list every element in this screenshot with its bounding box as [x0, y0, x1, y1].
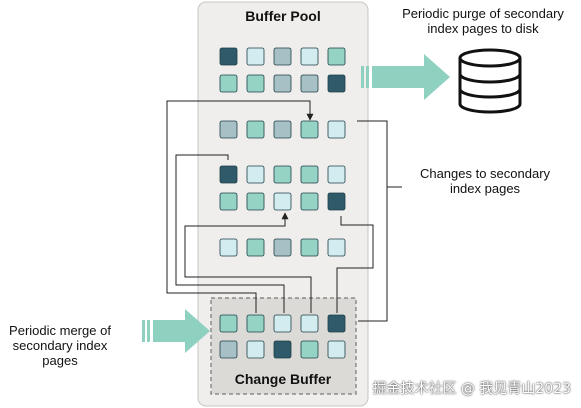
merge-arrow [142, 309, 210, 353]
disk-icon [458, 48, 522, 114]
buffer-pool-page-mid [273, 74, 292, 93]
change-buffer-page-light [327, 340, 346, 359]
buffer-pool-page-mid [273, 120, 292, 139]
change-buffer-page-teal [219, 314, 238, 333]
buffer-pool-page-teal [246, 192, 265, 211]
buffer-pool-page-dark [219, 165, 238, 184]
change-buffer-page-light [300, 314, 319, 333]
changes-bracket [357, 120, 388, 187]
buffer-pool-page-teal [246, 120, 265, 139]
purge-label: Periodic purge of secondary index pages … [388, 6, 578, 36]
buffer-pool-page-teal [273, 165, 292, 184]
change-buffer-page-teal [300, 340, 319, 359]
buffer-pool-page-teal [300, 165, 319, 184]
change-buffer-page-light [246, 340, 265, 359]
purge-arrow-stripe [366, 66, 369, 88]
buffer-pool-page-light [246, 165, 265, 184]
buffer-pool-page-dark [327, 192, 346, 211]
buffer-pool-page-teal [327, 47, 346, 66]
buffer-pool-page-teal [300, 238, 319, 257]
changes-label-line-1: Changes to secondary [419, 166, 551, 181]
buffer-pool-page-teal [300, 120, 319, 139]
change-buffer-page-dark [327, 314, 346, 333]
merge-connectors [166, 100, 402, 322]
buffer-pool-page-mid [300, 74, 319, 93]
buffer-pool-page-mid [219, 120, 238, 139]
purge-arrow-body [372, 54, 450, 100]
buffer-pool-page-teal [219, 74, 238, 93]
buffer-pool-title: Buffer Pool [245, 8, 320, 24]
buffer-pool-page-dark [327, 74, 346, 93]
connector-to-row5-col2 [184, 212, 312, 313]
merge-arrow-body [153, 309, 210, 353]
buffer-pool-page-teal [246, 238, 265, 257]
connector-to-row3-col3 [175, 154, 285, 313]
purge-label-line-1: Periodic purge of secondary [402, 6, 564, 21]
purge-arrow [361, 54, 450, 100]
buffer-pool-page-teal [300, 192, 319, 211]
change-buffer-title: Change Buffer [235, 371, 332, 387]
buffer-pool-page-light [327, 165, 346, 184]
purge-arrow-stripe [361, 66, 364, 88]
buffer-pool-page-dark [219, 47, 238, 66]
connector-to-row5-col4 [336, 216, 374, 313]
change-buffer-bracket-line [358, 187, 388, 322]
change-buffer-page-teal [246, 314, 265, 333]
buffer-pool-page-light [327, 238, 346, 257]
buffer-pool-page-light [246, 47, 265, 66]
buffer-pool-page-light [273, 192, 292, 211]
watermark: 掘金技术社区 @ 我见青山2023 [372, 381, 571, 397]
changes-label-line-2: index pages [449, 181, 521, 196]
merge-label-line-1: Periodic merge of [9, 323, 111, 338]
index-page-grid [219, 47, 346, 359]
buffer-pool-page-light [327, 120, 346, 139]
change-buffer-page-dark [273, 340, 292, 359]
changes-label: Changes to secondary index pages [405, 166, 565, 196]
merge-arrow-stripe [142, 320, 145, 342]
change-buffer-page-light [273, 314, 292, 333]
buffer-pool-page-light [219, 238, 238, 257]
buffer-pool-page-teal [246, 74, 265, 93]
merge-label-line-2: secondary index [12, 338, 108, 353]
change-buffer-page-mid [219, 340, 238, 359]
buffer-pool-page-teal [219, 192, 238, 211]
buffer-pool-page-mid [273, 238, 292, 257]
connector-to-row3-col4 [166, 100, 314, 313]
merge-label: Periodic merge of secondary index pages [0, 323, 120, 368]
buffer-pool-page-mid [273, 47, 292, 66]
purge-label-line-2: index pages to disk [427, 21, 539, 36]
buffer-pool-page-light [300, 47, 319, 66]
merge-label-line-3: pages [42, 353, 78, 368]
merge-arrow-stripe [147, 320, 150, 342]
